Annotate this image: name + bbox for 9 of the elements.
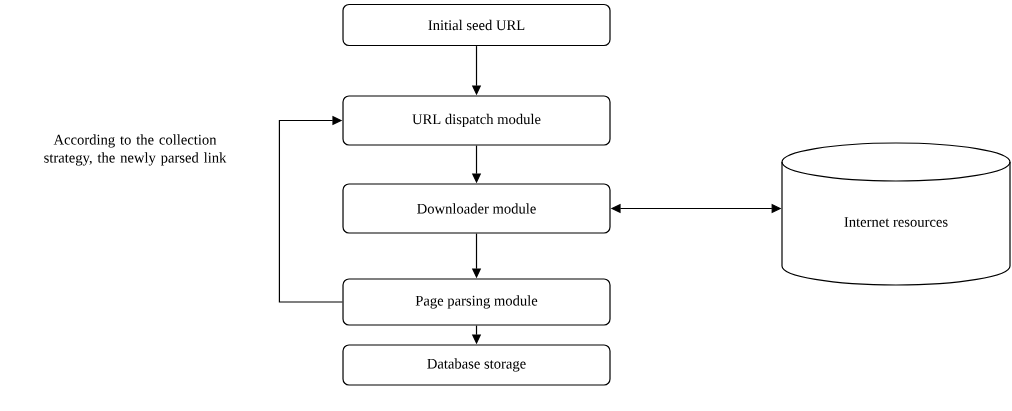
process-box: Downloader module	[342, 183, 611, 234]
edge-label: According to the collection strategy, the newly parsed link	[44, 134, 227, 166]
node-label: Internet resources	[844, 217, 948, 227]
process-box: Initial seed URL	[342, 3, 611, 47]
arrow	[278, 115, 343, 303]
process-box: URL dispatch module	[342, 95, 611, 146]
process-box: Database storage	[342, 344, 611, 386]
database-cylinder: Internet resources	[781, 142, 1011, 286]
process-box: Page parsing module	[342, 278, 611, 326]
